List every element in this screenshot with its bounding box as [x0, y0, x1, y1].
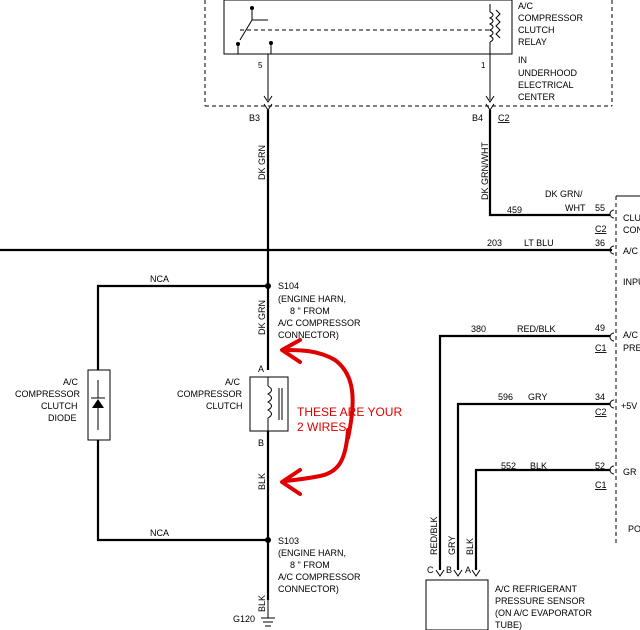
relay-label-2: COMPRESSOR: [518, 13, 584, 23]
s103-desc-1: (ENGINE HARN,: [278, 548, 346, 558]
wire-459-color-2: WHT: [565, 203, 586, 213]
pin-34: 34: [595, 392, 605, 402]
pcm-label-clu: CLU: [623, 213, 640, 223]
pcm-label-gr: GR: [623, 467, 637, 477]
wire-596-num: 596: [498, 392, 513, 402]
wire-459-num: 459: [507, 205, 522, 215]
underhood-electrical-center: [204, 0, 613, 107]
wire-gry: [456, 402, 610, 570]
ac-compressor-clutch: [249, 376, 289, 432]
splice-s103-label: S103: [278, 536, 299, 546]
wire-596-color: GRY: [528, 392, 547, 402]
wire-380-color: RED/BLK: [517, 324, 556, 334]
diode-label-1: A/C: [63, 377, 79, 387]
pcm-label-pre: PRE: [623, 343, 640, 353]
diode-label-3: CLUTCH: [41, 401, 78, 411]
sensor-pin-b: B: [446, 565, 452, 575]
ac-refrigerant-pressure-sensor: [425, 579, 489, 630]
wire-552-color: BLK: [530, 461, 547, 471]
center-label-3: CENTER: [518, 92, 556, 102]
wire-label-dk-grn-wht: DK GRN/WHT: [480, 142, 490, 200]
pcm-label-con: CON: [623, 225, 640, 235]
sensor-pin-c: C: [427, 565, 434, 575]
connector-c2-top: C2: [498, 113, 510, 123]
sensor-label-2: PRESSURE SENSOR: [495, 596, 586, 606]
pin-55: 55: [595, 203, 605, 213]
wire-nca-bottom: NCA: [150, 528, 169, 538]
pcm-label-inpu: INPU: [623, 277, 640, 287]
pressure-sensor-connector: [435, 569, 481, 577]
pcm-label-ac2: A/C: [623, 330, 639, 340]
wire-nca-loop: [96, 284, 268, 542]
connector-b3: B3: [249, 113, 260, 123]
clutch-label-2: COMPRESSOR: [177, 389, 243, 399]
pcm-label-ac: A/C: [623, 246, 639, 256]
connector-c2-mid1: C2: [595, 224, 607, 234]
clutch-pin-a: A: [258, 364, 264, 374]
wire-blk-sensor: [474, 468, 610, 570]
s104-desc-1: (ENGINE HARN,: [278, 294, 346, 304]
clutch-label-1: A/C: [225, 377, 241, 387]
sensor-label-4: TUBE): [495, 620, 522, 630]
relay-pin-1: 1: [481, 61, 486, 70]
wire-203-color: LT BLU: [524, 238, 554, 248]
connector-b4-arrow: [485, 95, 495, 103]
center-label-2: ELECTRICAL: [518, 80, 574, 90]
sensor-wire-gry: GRY: [447, 536, 457, 555]
wire-nca-top: NCA: [150, 274, 169, 284]
connector-c1-mid2: C1: [595, 480, 607, 490]
pin-52: 52: [595, 461, 605, 471]
relay-label-3: CLUTCH: [518, 25, 555, 35]
relay-label-1: A/C: [518, 1, 534, 11]
wire-red-blk: [438, 334, 610, 570]
splice-s103: [265, 537, 271, 543]
s103-desc-3: A/C COMPRESSOR: [278, 572, 361, 582]
connector-c1-mid1: C1: [595, 343, 607, 353]
red-annotation-arrows: [280, 338, 355, 496]
wire-380-num: 380: [471, 324, 486, 334]
sensor-pin-a: A: [465, 565, 471, 575]
pcm-label-5v: +5V: [621, 401, 637, 411]
wire-label-blk-2: BLK: [257, 595, 267, 612]
s103-desc-4: CONNECTOR): [278, 584, 339, 594]
connector-c2-mid2: C2: [595, 407, 607, 417]
wire-459-color-1: DK GRN/: [545, 189, 583, 199]
s103-desc-2: 8 " FROM: [290, 560, 330, 570]
center-label-1: UNDERHOOD: [518, 68, 578, 78]
s104-desc-2: 8 " FROM: [290, 306, 330, 316]
sensor-label-3: (ON A/C EVAPORATOR: [495, 608, 593, 618]
splice-s104-label: S104: [278, 281, 299, 291]
relay-in-label: IN: [518, 55, 527, 65]
wire-label-dk-grn-2: DK GRN: [257, 300, 267, 335]
connector-b3-arrow: [263, 95, 273, 103]
clutch-pin-b: B: [258, 438, 264, 448]
ac-compressor-clutch-diode: [87, 369, 111, 441]
wire-label-blk-1: BLK: [257, 473, 267, 490]
s104-desc-3: A/C COMPRESSOR: [278, 318, 361, 328]
annotation-line-2: 2 WIRES: [297, 420, 346, 434]
diode-label-2: COMPRESSOR: [15, 389, 81, 399]
pin-36: 36: [595, 238, 605, 248]
ac-compressor-clutch-relay: [223, 0, 513, 55]
pin-49: 49: [595, 323, 605, 333]
sensor-wire-red-blk: RED/BLK: [429, 516, 439, 555]
wire-dk-grn-wht: [488, 110, 610, 217]
sensor-wire-blk: BLK: [465, 538, 475, 555]
wire-552-num: 552: [501, 461, 516, 471]
ground-label: G120: [233, 614, 255, 624]
wire-203-num: 203: [487, 238, 502, 248]
s104-desc-4: CONNECTOR): [278, 330, 339, 340]
ground-icon: [261, 600, 275, 627]
wire-label-dk-grn-1: DK GRN: [257, 145, 267, 180]
clutch-label-3: CLUTCH: [206, 401, 243, 411]
sensor-label-1: A/C REFRIGERANT: [495, 584, 578, 594]
annotation-line-1: THESE ARE YOUR: [297, 405, 402, 419]
connector-b4: B4: [472, 113, 483, 123]
diode-label-4: DIODE: [48, 413, 77, 423]
relay-pin-5: 5: [258, 61, 263, 70]
pcm-label-po: PO: [628, 524, 640, 534]
relay-label-4: RELAY: [518, 37, 547, 47]
